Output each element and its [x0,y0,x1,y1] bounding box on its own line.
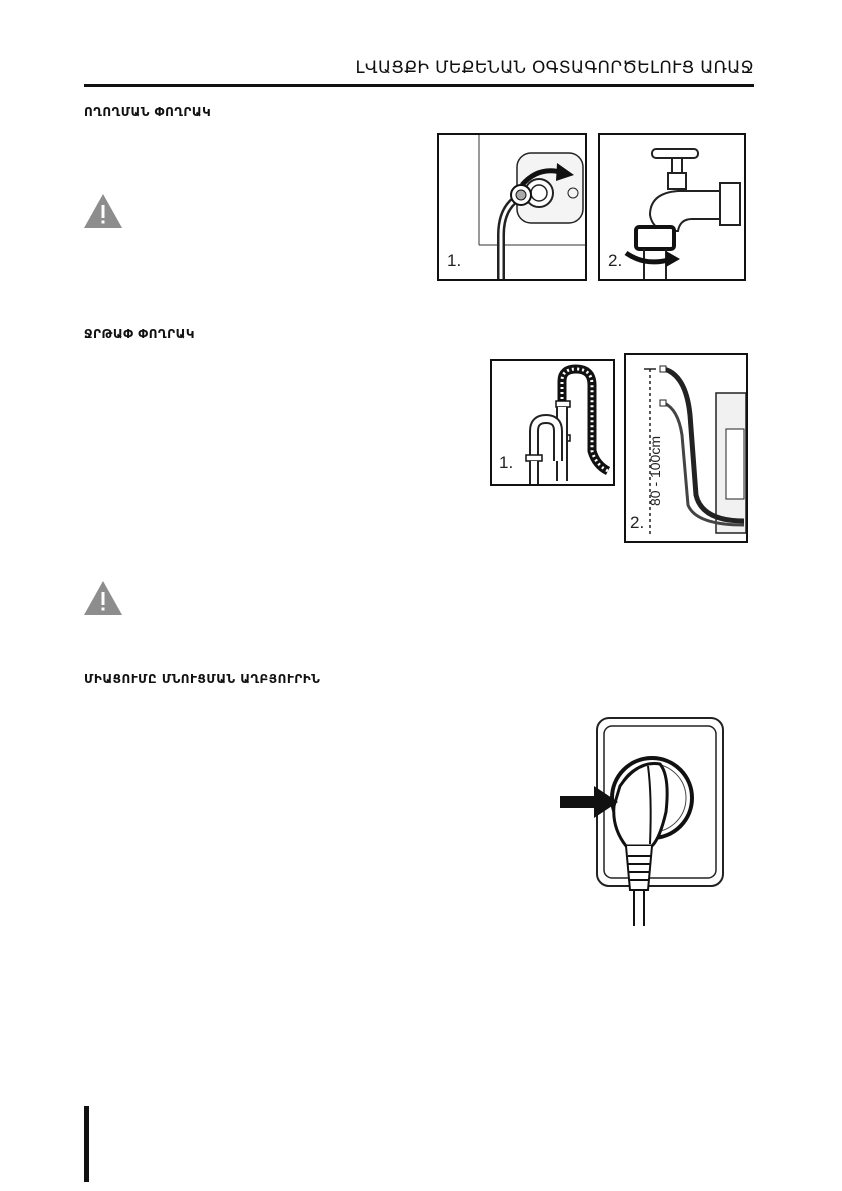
warning-triangle-icon [82,579,124,617]
section-title-inlet-hose: ՈՂՈՂՄԱՆ ՓՈՂՐԱԿ [84,105,212,119]
figure-label: 1. [499,453,514,472]
warning-triangle-icon [82,192,124,230]
section-title-power-connection: ՄԻԱՑՈՒՄԸ ՄՆՈՒՑՄԱՆ ԱՂԲՅՈՒՐԻՆ [84,672,321,686]
footer-bar [84,1106,89,1182]
section-title-drain-hose: ՋՐԹԱՓ ՓՈՂՐԱԿ [84,327,195,341]
figure-inlet-hose-machine: 1. [437,133,587,281]
dimension-label: 80 - 100cm [647,435,664,507]
figure-label: 2. [608,251,623,270]
figure-label: 1. [447,251,462,270]
header-rule [84,84,754,87]
figure-drain-hose-height: 80 - 100cm 2. [624,353,748,543]
figure-label: 2. [630,513,645,532]
page-title: ԼՎԱՑՔԻ ՄԵՔԵՆԱՆ ՕԳՏԱԳՈՐԾԵԼՈՒՑ ԱՌԱՋ [355,58,754,78]
figure-drain-hose-siphon: 1. [490,359,615,486]
figure-power-plug [554,716,726,928]
figure-inlet-hose-tap: 2. [598,133,746,281]
